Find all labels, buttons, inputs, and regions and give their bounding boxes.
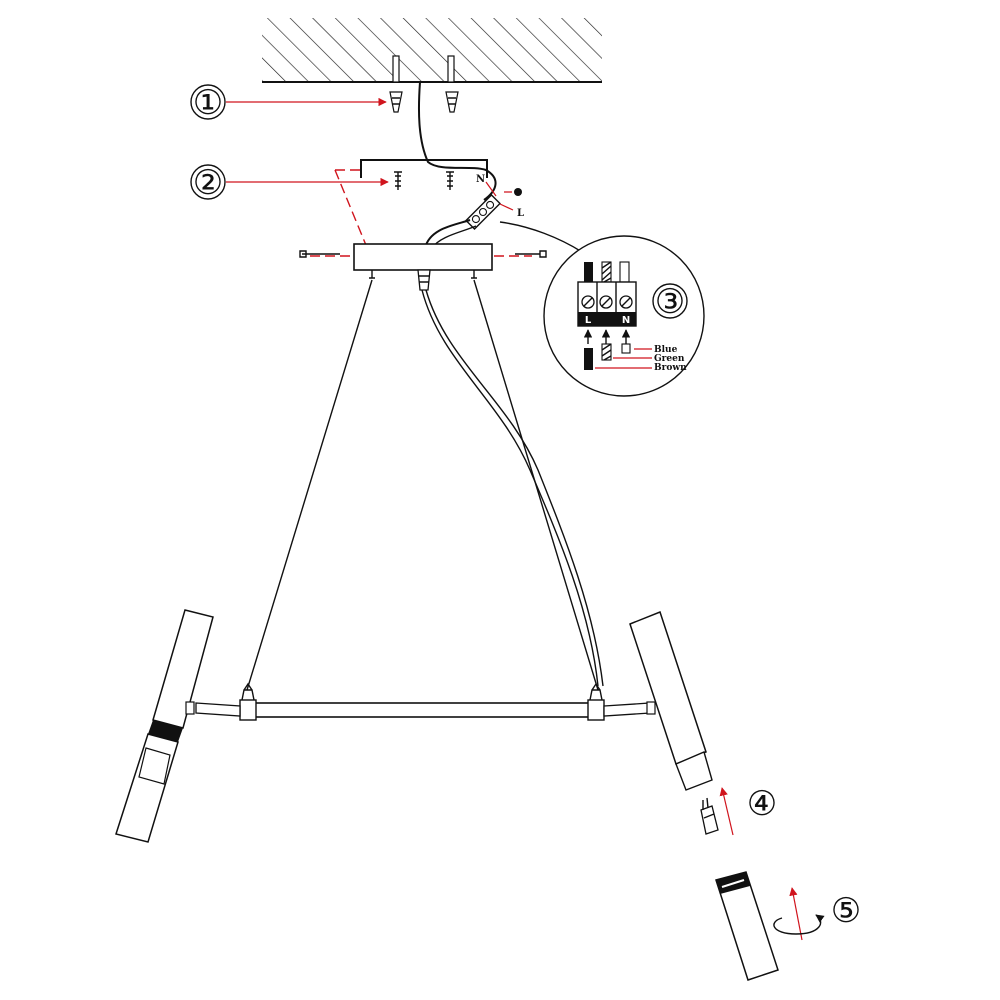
detail-leader — [499, 221, 583, 253]
callout-5: ⑤ — [773, 887, 861, 941]
terminal-label-live: L — [585, 315, 592, 326]
canopy — [299, 243, 547, 291]
wire-label-brown: Brown — [654, 363, 687, 373]
callout-4-number: ④ — [747, 784, 777, 824]
wiring-detail: L N Blue Green Brown — [543, 235, 705, 397]
mounting-bracket — [360, 159, 488, 190]
supply-cord — [417, 81, 497, 201]
suspension-cables — [246, 279, 604, 691]
neutral-mark: N — [476, 174, 485, 185]
callout-1-number: ① — [193, 83, 223, 123]
light-bar — [195, 682, 651, 721]
wire-label-green: Green — [654, 354, 685, 364]
wire-label-blue: Blue — [654, 345, 678, 355]
live-mark: L — [517, 208, 524, 219]
ground-symbol — [514, 188, 522, 196]
callout-3-number: ③ — [655, 282, 685, 322]
callout-5-number: ⑤ — [831, 891, 861, 931]
callout-4: ④ — [719, 784, 777, 836]
callout-2-number: ② — [193, 163, 223, 203]
callout-2: ② — [190, 163, 389, 203]
terminal-block: N L — [465, 174, 524, 230]
ceiling — [262, 18, 602, 83]
ceiling-anchors — [389, 55, 459, 113]
right-spotlight — [629, 611, 713, 791]
callout-1: ① — [190, 83, 387, 123]
left-spotlight — [115, 609, 214, 843]
terminal-label-neutral: N — [622, 315, 630, 326]
g9-bulb — [700, 797, 719, 835]
lamp-shade — [715, 871, 779, 981]
alignment-guide — [334, 169, 369, 251]
callout-3: ③ — [652, 282, 688, 322]
